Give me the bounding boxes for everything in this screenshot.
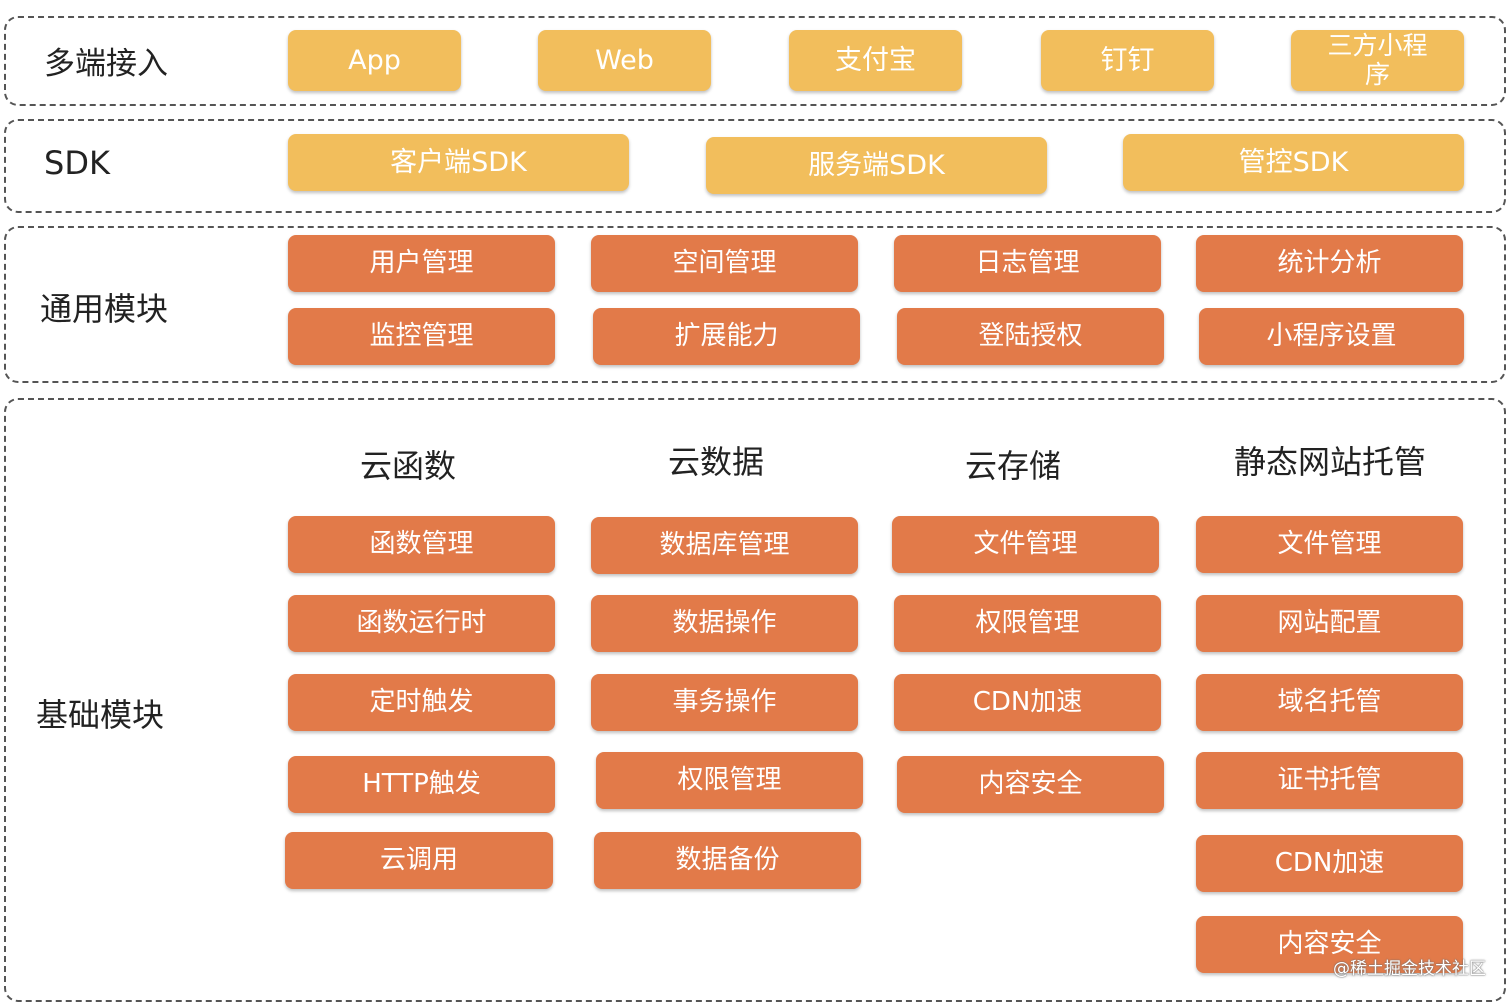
row-base xyxy=(4,398,1506,1002)
database-backup: 数据备份 xyxy=(594,832,861,889)
common-space-mgmt: 空间管理 xyxy=(591,235,858,292)
sdk-client: 客户端SDK xyxy=(288,134,629,191)
sdk-server: 服务端SDK xyxy=(706,137,1047,194)
row-label-base: 基础模块 xyxy=(36,696,165,734)
function-timer-trigger: 定时触发 xyxy=(288,674,555,731)
row-label-endpoints: 多端接入 xyxy=(44,46,168,82)
endpoint-dingtalk: 钉钉 xyxy=(1041,30,1214,91)
hosting-file-mgmt: 文件管理 xyxy=(1196,516,1463,573)
common-login-auth: 登陆授权 xyxy=(897,308,1164,365)
watermark: @稀土掘金技术社区 xyxy=(1333,959,1486,979)
common-extension: 扩展能力 xyxy=(593,308,860,365)
endpoint-app: App xyxy=(288,30,461,91)
row-label-common: 通用模块 xyxy=(40,290,169,328)
storage-content-security: 内容安全 xyxy=(897,756,1164,813)
hosting-certificate: 证书托管 xyxy=(1196,752,1463,809)
database-transaction: 事务操作 xyxy=(591,674,858,731)
column-title-cloud-function: 云函数 xyxy=(359,447,457,485)
database-operation: 数据操作 xyxy=(591,595,858,652)
row-sdk xyxy=(4,119,1506,213)
common-miniapp-settings: 小程序设置 xyxy=(1199,308,1464,365)
hosting-content-security: 内容安全 xyxy=(1196,916,1463,973)
row-endpoints xyxy=(4,16,1506,106)
hosting-site-config: 网站配置 xyxy=(1196,595,1463,652)
function-mgmt: 函数管理 xyxy=(288,516,555,573)
database-permission: 权限管理 xyxy=(596,752,863,809)
function-runtime: 函数运行时 xyxy=(288,595,555,652)
storage-file-mgmt: 文件管理 xyxy=(892,516,1159,573)
common-log-mgmt: 日志管理 xyxy=(894,235,1161,292)
row-label-sdk: SDK xyxy=(44,144,110,182)
row-common xyxy=(4,226,1506,383)
storage-permission: 权限管理 xyxy=(894,595,1161,652)
column-title-cloud-storage: 云存储 xyxy=(964,447,1062,485)
endpoint-alipay: 支付宝 xyxy=(789,30,962,91)
hosting-cdn: CDN加速 xyxy=(1196,835,1463,892)
hosting-domain: 域名托管 xyxy=(1196,674,1463,731)
column-title-static-hosting: 静态网站托管 xyxy=(1233,443,1427,481)
storage-cdn: CDN加速 xyxy=(894,674,1161,731)
common-monitor-mgmt: 监控管理 xyxy=(288,308,555,365)
common-user-mgmt: 用户管理 xyxy=(288,235,555,292)
endpoint-thirdparty-miniapp: 三方小程序 xyxy=(1291,30,1464,91)
sdk-admin: 管控SDK xyxy=(1123,134,1464,191)
common-statistics: 统计分析 xyxy=(1196,235,1463,292)
database-mgmt: 数据库管理 xyxy=(591,517,858,574)
function-cloud-call: 云调用 xyxy=(285,832,553,889)
endpoint-web: Web xyxy=(538,30,711,91)
function-http-trigger: HTTP触发 xyxy=(288,756,555,813)
column-title-cloud-database: 云数据 xyxy=(667,443,765,481)
